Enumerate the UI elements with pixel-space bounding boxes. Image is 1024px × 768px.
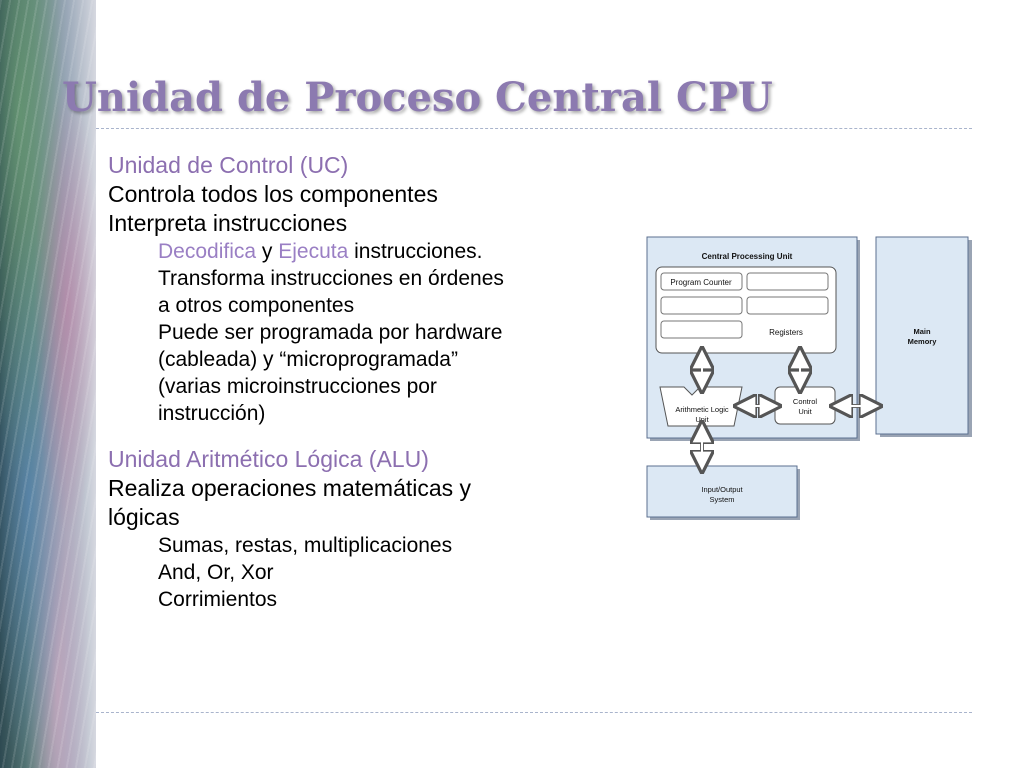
- conjunction-y: y: [256, 240, 279, 263]
- uc-sub-transforma-1: Transforma instrucciones en órdenes: [158, 267, 504, 290]
- uc-sub-puede-3: (varias microinstrucciones por: [158, 375, 437, 398]
- uc-bullet-controls: Controla todos los componentes: [108, 181, 438, 207]
- register-slot: [660, 320, 743, 339]
- program-counter-register: [660, 272, 743, 291]
- alu-label-1: Arithmetic Logic: [675, 405, 729, 414]
- ejecuta-term: Ejecuta: [278, 240, 349, 263]
- io-label-1: Input/Output: [701, 485, 743, 494]
- register-slot: [746, 272, 829, 291]
- registers-label: Registers: [769, 328, 803, 337]
- io-system-box: [646, 465, 798, 518]
- register-slot: [660, 296, 743, 315]
- alu-shape: [659, 386, 743, 427]
- alu-bullet-line-2: lógicas: [108, 504, 180, 530]
- slide-title: Unidad de Proceso Central CPU: [62, 74, 773, 121]
- main-memory-box: [875, 236, 969, 435]
- io-label-2: System: [709, 495, 734, 504]
- section-gap: [108, 427, 588, 445]
- alu-sub-logic: And, Or, Xor: [158, 561, 274, 584]
- footer-divider: [96, 712, 972, 713]
- main-memory-label-2: Memory: [908, 337, 938, 346]
- program-counter-label: Program Counter: [670, 278, 732, 287]
- alu-heading: Unidad Aritmético Lógica (ALU): [108, 446, 429, 472]
- cpu-diagram: Central Processing Unit Program Counter …: [646, 236, 976, 522]
- control-unit-label-2: Unit: [798, 407, 812, 416]
- uc-sub-decode-execute: Decodifica y Ejecuta instrucciones.: [158, 238, 588, 265]
- alu-bullet-line-1: Realiza operaciones matemáticas y: [108, 475, 472, 501]
- register-slot: [746, 296, 829, 315]
- uc-sub-puede-4: instrucción): [158, 402, 266, 425]
- alu-label-2: Unit: [695, 415, 709, 424]
- control-unit-label-1: Control: [793, 397, 818, 406]
- instrucciones-text: instrucciones.: [348, 240, 483, 263]
- uc-sub-puede-1: Puede ser programada por hardware: [158, 321, 503, 344]
- uc-heading: Unidad de Control (UC): [108, 152, 349, 178]
- uc-sub-puede-2: (cableada) y “microprogramada”: [158, 348, 458, 371]
- decodifica-term: Decodifica: [158, 240, 257, 263]
- title-divider: [96, 128, 972, 129]
- slide-body: Unidad de Control (UC) Controla todos lo…: [108, 151, 588, 613]
- alu-sub-arith: Sumas, restas, multiplicaciones: [158, 534, 453, 557]
- alu-sub-shift: Corrimientos: [158, 588, 278, 611]
- uc-sub-transforma-2: a otros componentes: [158, 294, 355, 317]
- decorative-side-strip: [0, 0, 96, 768]
- uc-bullet-interprets: Interpreta instrucciones: [108, 210, 348, 236]
- main-memory-label-1: Main: [913, 327, 931, 336]
- cpu-title: Central Processing Unit: [702, 252, 793, 261]
